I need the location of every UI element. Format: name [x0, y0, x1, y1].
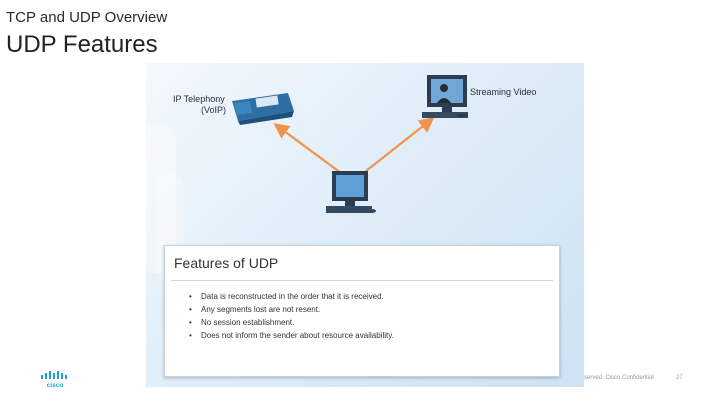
page-number: 27 [676, 375, 683, 381]
feature-item: No session establishment. [189, 316, 394, 329]
video-label: Streaming Video [470, 87, 537, 97]
section-label: TCP and UDP Overview [6, 9, 168, 26]
feature-item: Any segments lost are not resent. [189, 303, 394, 316]
feature-list: Data is reconstructed in the order that … [189, 290, 394, 342]
confidential-notice: served. Cisco Confidential [584, 375, 654, 381]
features-card: Features of UDP Data is reconstructed in… [164, 245, 560, 377]
slide-title: UDP Features [6, 31, 158, 58]
ip-phone-icon [232, 93, 294, 125]
udp-diagram: IP Telephony (VoIP) Streaming Video Feat… [146, 63, 584, 387]
video-workstation-icon [422, 75, 468, 118]
voip-label-line1: IP Telephony [173, 94, 225, 104]
feature-item: Data is reconstructed in the order that … [189, 290, 394, 303]
card-divider [171, 280, 553, 281]
voip-label: IP Telephony (VoIP) [173, 94, 226, 116]
card-title: Features of UDP [174, 255, 279, 271]
diagram-canvas [146, 75, 468, 283]
feature-item: Does not inform the sender about resourc… [189, 329, 394, 342]
arrow-to-voip [273, 123, 342, 174]
arrow-to-video [365, 117, 435, 172]
cisco-logo: cisco [41, 371, 67, 388]
voip-label-line2: (VoIP) [201, 105, 227, 115]
logo-text: cisco [47, 382, 64, 388]
pc-icon [326, 171, 376, 213]
